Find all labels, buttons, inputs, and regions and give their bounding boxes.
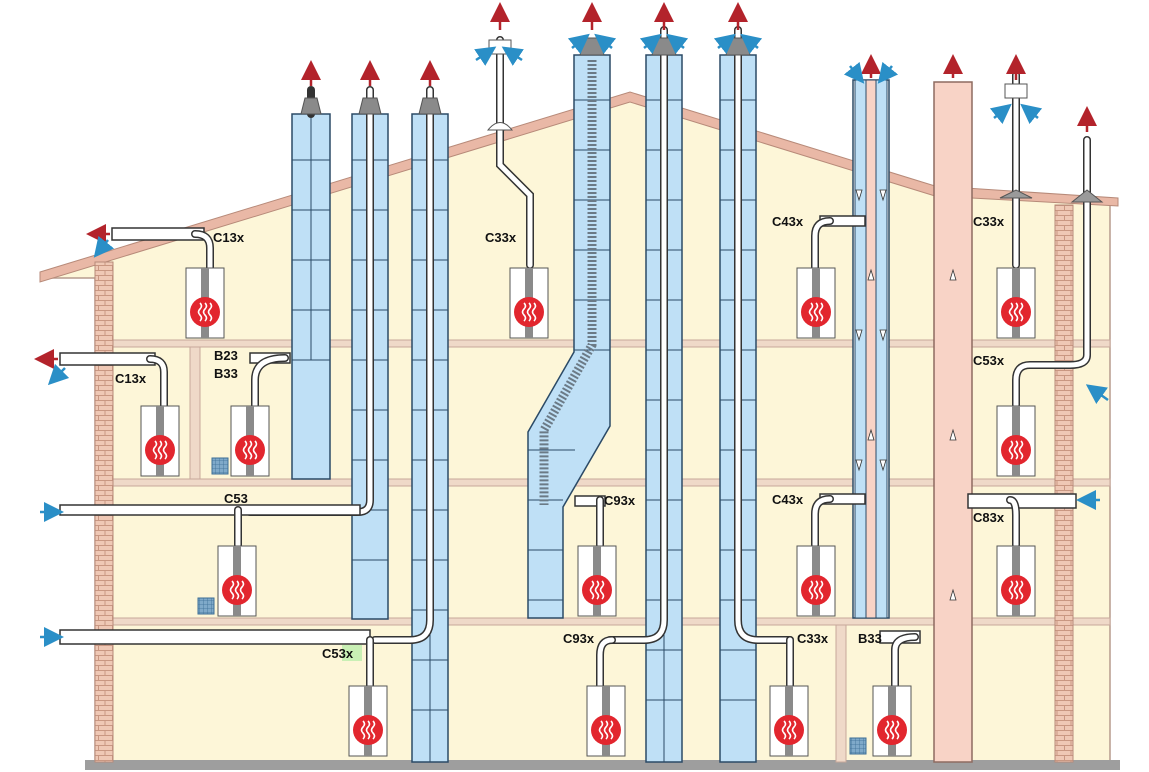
boiler-icon [996, 545, 1036, 617]
boiler-icon-group [140, 267, 1036, 757]
label-c53x-low: C53x [322, 646, 354, 661]
intake-arrows [40, 33, 1109, 647]
exhaust-arrows [34, 2, 1097, 369]
boiler-icon [217, 545, 257, 617]
boiler-icon [140, 405, 180, 477]
boiler-icon [872, 685, 912, 757]
flame-icon [190, 297, 220, 327]
label-b33-lower: B33 [858, 631, 882, 646]
boiler-icon [348, 685, 388, 757]
flame-icon [1001, 297, 1031, 327]
label-c43x-upper: C43x [772, 214, 804, 229]
vent-grille-icon [197, 457, 867, 755]
label-c13x-roof: C13x [213, 230, 245, 245]
flame-icon [877, 715, 907, 745]
flame-icon [145, 435, 175, 465]
label-b33-upper: B33 [214, 366, 238, 381]
boiler-icon [230, 405, 270, 477]
connector-pipes [59, 215, 1077, 645]
boiler-icon [586, 685, 626, 757]
label-c13x-wall: C13x [115, 371, 147, 386]
boiler-icon [996, 405, 1036, 477]
flame-icon [801, 297, 831, 327]
boiler-flues-inner [147, 218, 1019, 693]
flame-icon [591, 715, 621, 745]
flame-icon [353, 715, 383, 745]
flow-direction-marks [855, 189, 957, 601]
label-c53: C53 [224, 491, 248, 506]
system-labels: C13x C13x B23 B33 C53 C53x C33x C93x C93… [115, 214, 1005, 661]
boiler-icon [796, 545, 836, 617]
boiler-icon [509, 267, 549, 339]
flame-icon [582, 575, 612, 605]
label-c83x: C83x [973, 510, 1005, 525]
flame-icon [222, 575, 252, 605]
label-c53x-right: C53x [973, 353, 1005, 368]
label-c33x-lower: C33x [797, 631, 829, 646]
flame-icon [774, 715, 804, 745]
flame-icon [801, 575, 831, 605]
boiler-icon [796, 267, 836, 339]
label-b23: B23 [214, 348, 238, 363]
flame-icon [1001, 575, 1031, 605]
flame-icon [235, 435, 265, 465]
flex-liner [539, 60, 597, 505]
flame-icon [514, 297, 544, 327]
label-c33x-mid: C33x [485, 230, 517, 245]
boiler-icon [996, 267, 1036, 339]
boiler-icon [769, 685, 809, 757]
label-c93x-lower: C93x [563, 631, 595, 646]
label-c93x-upper: C93x [604, 493, 636, 508]
flame-icon [1001, 435, 1031, 465]
label-c33x-right: C33x [973, 214, 1005, 229]
boiler-icon [577, 545, 617, 617]
label-c43x-lower: C43x [772, 492, 804, 507]
boiler-icon [185, 267, 225, 339]
